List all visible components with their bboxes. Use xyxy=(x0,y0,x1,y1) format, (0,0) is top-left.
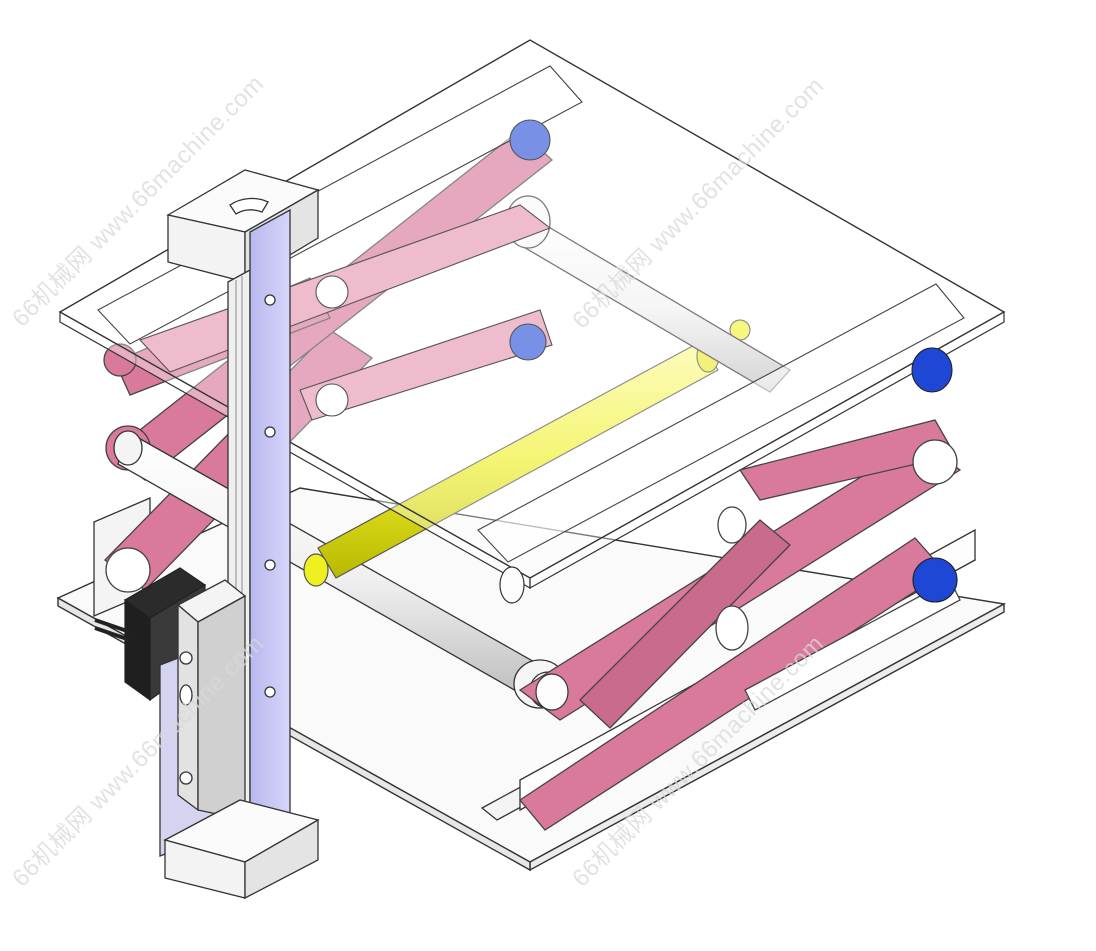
top-plate xyxy=(58,39,1006,590)
linear-rail-icon xyxy=(159,169,320,900)
blue-pivot-pins xyxy=(911,347,958,603)
front-rod-ends xyxy=(499,566,569,711)
front-scissor-arms xyxy=(518,419,962,831)
